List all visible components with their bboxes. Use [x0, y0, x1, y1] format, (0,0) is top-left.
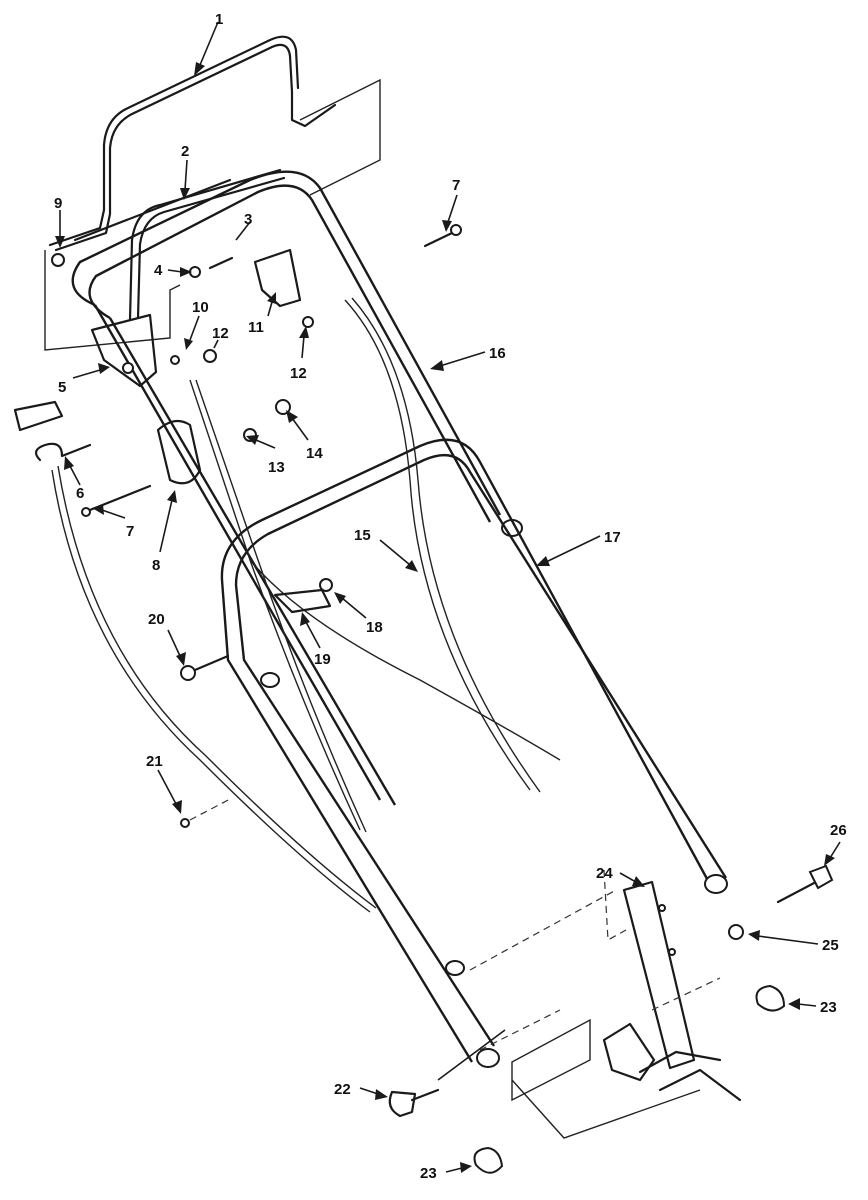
callout-leaders — [55, 21, 841, 1173]
callout-14: 14 — [306, 445, 323, 462]
callout-20: 20 — [148, 611, 165, 628]
callout-12-upper: 12 — [212, 325, 229, 342]
callout-1: 1 — [215, 11, 223, 28]
callout-23-lower: 23 — [420, 1165, 437, 1182]
callout-11: 11 — [248, 319, 264, 336]
callout-labels: 1 2 3 4 5 6 7 7 8 9 10 11 12 12 13 14 15… — [54, 11, 847, 1182]
callout-23-right: 23 — [820, 999, 837, 1016]
callout-25: 25 — [822, 937, 839, 954]
control-bar-part-2 — [73, 168, 286, 322]
callout-22: 22 — [334, 1081, 351, 1098]
callout-16: 16 — [489, 345, 506, 362]
callout-13: 13 — [268, 459, 285, 476]
callout-26: 26 — [830, 822, 847, 839]
callout-4: 4 — [154, 262, 163, 279]
callout-7-upper: 7 — [452, 177, 460, 194]
callout-6: 6 — [76, 485, 84, 502]
callout-3: 3 — [244, 211, 252, 228]
callout-19: 19 — [314, 651, 331, 668]
control-bail-part-1 — [44, 35, 381, 351]
cables-part-15-21 — [51, 297, 561, 913]
callout-17: 17 — [604, 529, 621, 546]
callout-15: 15 — [354, 527, 371, 544]
callout-5: 5 — [58, 379, 66, 396]
callout-21: 21 — [146, 753, 163, 770]
lower-handle-part-17 — [220, 438, 728, 1068]
callout-8: 8 — [152, 557, 160, 574]
callout-24: 24 — [596, 865, 613, 882]
callout-9: 9 — [54, 195, 62, 212]
callout-7-lower: 7 — [126, 523, 134, 540]
callout-12-lower: 12 — [290, 365, 307, 382]
callout-18: 18 — [366, 619, 383, 636]
callout-2: 2 — [181, 143, 189, 160]
callout-10: 10 — [192, 299, 209, 316]
